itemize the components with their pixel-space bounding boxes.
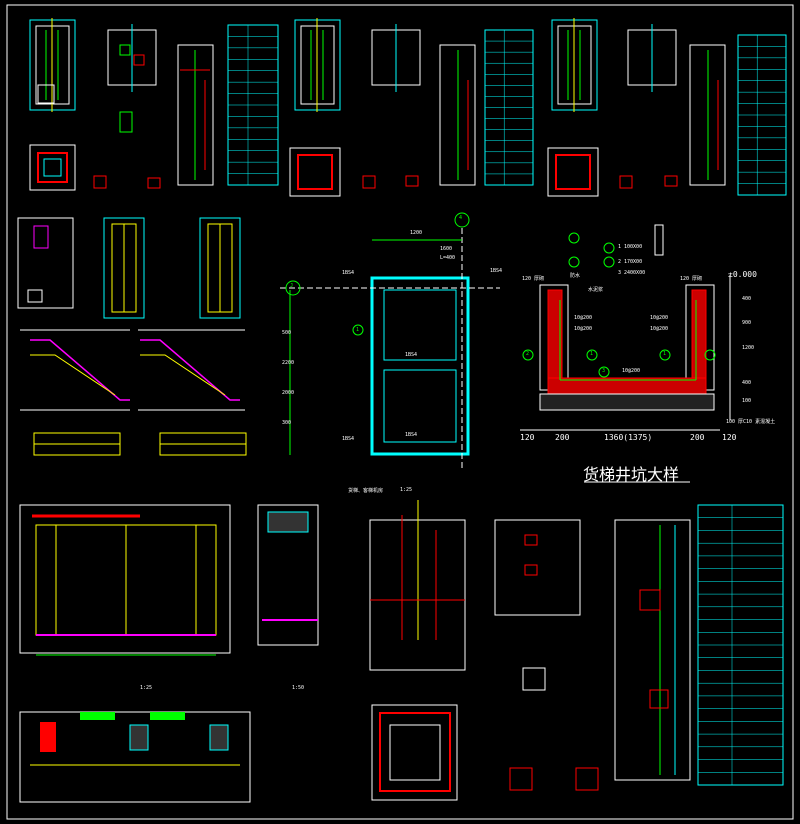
escalator-drawings: [17, 217, 247, 456]
plan-dim-left-2: 2200: [282, 360, 295, 366]
bar-mid-left-label: 10@200: [574, 326, 593, 332]
pit-dim-2: 200: [555, 433, 570, 442]
main-title: 货梯井坑大样: [583, 465, 680, 484]
pit-callout-2: 1: [590, 351, 594, 357]
plan-label-4: 1BS4: [490, 268, 503, 274]
plan-label-5: 1BS4: [405, 352, 418, 358]
spec-table-grids: [228, 25, 786, 785]
pit-vdim-2: 900: [742, 320, 752, 326]
bar-upper-right-label: 10@200: [650, 315, 669, 321]
mid-section-scale: 1:25: [400, 487, 413, 493]
pit-legend-1: 1 100X00: [618, 244, 643, 250]
pit-vdim-1: 400: [742, 296, 752, 302]
pit-dim-1: 120: [520, 433, 535, 442]
mid-section-title: 货梯、客梯机房: [348, 488, 384, 494]
pit-vdim-5: 100: [742, 398, 752, 404]
bar-upper-left-label: 10@200: [574, 315, 593, 321]
bottom-section-drawing: [19, 711, 251, 803]
left-level-label: 120 厚砌: [522, 276, 545, 282]
hoistway-elevation-drawing: [614, 504, 784, 786]
bottom-left-scale: 1:25: [140, 685, 153, 691]
plan-dim-top-1: 1200: [410, 230, 423, 236]
door-elevation-drawing: [19, 504, 319, 656]
plan-dim-left-4: 300: [282, 420, 292, 426]
plan-label-1: 1BS4: [342, 270, 355, 276]
axis-marker-4: [454, 212, 470, 228]
plan-label-6: 1BS4: [405, 432, 418, 438]
sheet-frame: [6, 4, 794, 820]
pit-dim-4: 200: [690, 433, 705, 442]
pit-dim-5: 120: [722, 433, 737, 442]
pit-detail-drawing: [520, 224, 731, 483]
bar-mid-right-label: 10@200: [650, 326, 669, 332]
plan-label-2: 1BS4: [342, 436, 355, 442]
axis-4-label: 4: [459, 215, 463, 221]
right-level-label: 120 厚砌: [680, 276, 703, 282]
elevator-group-1: [29, 18, 279, 191]
elevation-top-label: ±0.000: [728, 270, 757, 279]
pit-vdim-4: 400: [742, 380, 752, 386]
plan-label-3: L=400: [440, 255, 456, 261]
pit-dim-3: 1360(1375): [604, 433, 653, 442]
axis-marker-j: [285, 280, 301, 296]
elevator-group-3: [547, 18, 787, 197]
elevator-group-2: [289, 18, 534, 197]
bottom-mid-scale: 1:50: [292, 685, 305, 691]
plan-dim-top-2: 1600: [440, 246, 453, 252]
base-note-label: 100 厚C10 素混凝土: [726, 419, 776, 425]
pit-legend-3: 3 2400X00: [618, 270, 646, 276]
pit-callout-1: 2: [526, 351, 530, 357]
note-top-label: 防水: [570, 273, 581, 279]
plan-dim-left-1: 500: [282, 330, 292, 336]
pit-legend-2: 2 170X00: [618, 259, 643, 265]
axis-j-label: J: [290, 283, 294, 289]
plan-dim-left-3: 2000: [282, 390, 295, 396]
pit-callout-3: 1: [663, 351, 667, 357]
pit-callout-4: 3: [602, 368, 606, 374]
pit-vdim-3: 1200: [742, 345, 755, 351]
machine-room-drawing: [369, 500, 599, 801]
plan-detail-drawing: [280, 212, 500, 470]
bar-bottom-label: 10@200: [622, 368, 641, 374]
plan-callout: 1: [356, 327, 360, 333]
note-top2-label: 水泥浆: [588, 287, 604, 293]
